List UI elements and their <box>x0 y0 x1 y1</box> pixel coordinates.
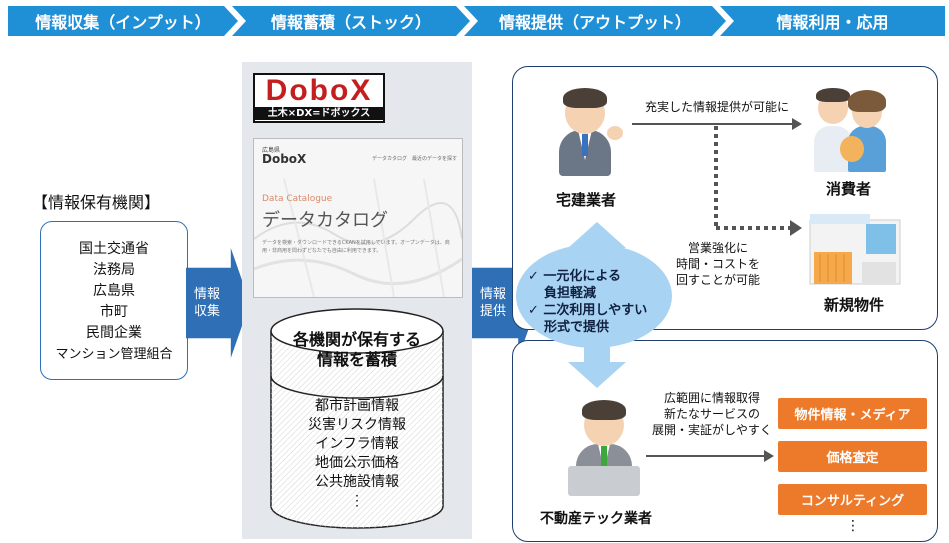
benefits-oval <box>516 244 672 348</box>
stored-item: 災害リスク情報 <box>308 416 406 432</box>
holder-item: 民間企業 <box>86 323 142 340</box>
realestate-agent-label: 宅建業者 <box>556 191 617 209</box>
stored-item: 都市計画情報 <box>315 397 399 413</box>
check-icon: ✓ <box>528 269 544 284</box>
services-more: ⋮ <box>846 518 860 534</box>
check-icon: ✓ <box>528 303 544 318</box>
service-price-assessment: 価格査定 <box>778 441 927 472</box>
holder-item: 法務局 <box>93 260 135 277</box>
cylinder-items: 都市計画情報 災害リスク情報 インフラ情報 地価公示価格 公共施設情報 ⋮ <box>268 396 446 510</box>
realestate-agent-figure <box>545 86 625 176</box>
banner-stock: 情報蓄積（ストック） <box>232 6 470 36</box>
property-label: 新規物件 <box>824 296 885 314</box>
map-background-icon <box>254 179 462 297</box>
banner-output: 情報提供（アウトプット） <box>464 6 726 36</box>
holders-title: 【情報保有機関】 <box>32 195 161 212</box>
flow-text-top: 充実した情報提供が可能に <box>645 100 790 114</box>
consumer-label: 消費者 <box>826 180 872 198</box>
consumer-figure <box>810 82 890 172</box>
dobox-logo: DoboX 土木×DX=ドボックス <box>253 73 385 123</box>
benefits-list: ✓ 一元化による 負担軽減 ✓ 二次利用しやすい 形式で提供 <box>528 269 648 335</box>
stored-item: 地価公示価格 <box>315 454 399 470</box>
stored-item: 公共施設情報 <box>315 473 399 489</box>
arrow-collect: 情報収集 <box>186 248 250 358</box>
stored-item: ⋮ <box>350 492 364 508</box>
service-consulting: コンサルティング <box>778 484 927 515</box>
service-property-media: 物件情報・メディア <box>778 398 927 429</box>
stored-item: インフラ情報 <box>315 435 399 451</box>
flow-text-mid: 営業強化に 時間・コストを 回すことが可能 <box>676 240 761 288</box>
holders-box: 国土交通省 法務局 広島県 市町 民間企業 マンション管理組合 <box>40 221 188 380</box>
flow-text-bottom: 広範囲に情報取得 新たなサービスの 展開・実証がしやすく <box>652 391 772 437</box>
banner-input: 情報収集（インプット） <box>8 6 238 36</box>
dobox-catalogue-screenshot: 広島県 DoboX データカタログ 最近のデータを探す Data Catalog… <box>253 138 463 298</box>
holder-item: マンション管理組合 <box>55 345 173 361</box>
holder-item: 市町 <box>100 302 128 319</box>
flow-arrows-icon <box>632 118 802 236</box>
banner-use: 情報利用・応用 <box>720 6 945 36</box>
building-icon <box>809 214 901 285</box>
arrow-right-icon <box>646 450 774 462</box>
proptech-figure <box>562 396 646 496</box>
cylinder-title: 各機関が保有する情報を蓄積 <box>292 330 421 369</box>
holder-item: 国土交通省 <box>79 239 149 256</box>
database-cylinder-icon <box>270 308 444 529</box>
holder-item: 広島県 <box>93 281 135 298</box>
proptech-label: 不動産テック業者 <box>540 511 652 527</box>
